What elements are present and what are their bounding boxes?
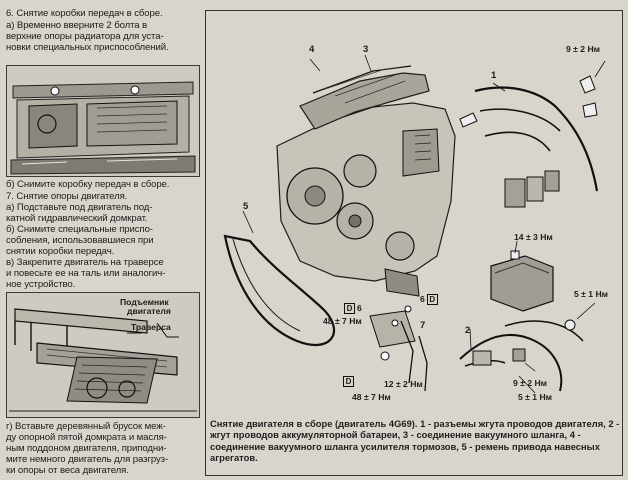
callout-7: 7	[420, 320, 426, 331]
step-7d-line3: ным поддоном двигателя, приподни-	[6, 443, 167, 454]
label-engine-lift-2: двигателя	[127, 306, 171, 316]
engine-lift-drawing	[7, 293, 199, 417]
step-7b-line1: б) Снимите специальные приспо-	[6, 224, 153, 235]
engine-removal-figure-frame	[205, 10, 623, 476]
step-7d-line4: мите немного двигатель для разгруз-	[6, 454, 169, 465]
step-7d-line2: ду опорной пятой домкрата и масля-	[6, 432, 167, 443]
label-engine-lift-1: Подъемник	[120, 297, 169, 307]
left-column: 6. Снятие коробки передач в сборе. а) Вр…	[6, 8, 202, 476]
callout-5: 5	[243, 201, 249, 212]
step-7-title: 7. Снятие опоры двигателя.	[6, 191, 128, 202]
step-7b-line2: собления, использовавшиеся при	[6, 235, 154, 246]
torque-12: 12 ± 2 Нм	[384, 379, 423, 389]
callout-2: 2	[465, 325, 471, 336]
torque-48-bottom: 48 ± 7 Нм	[352, 392, 391, 402]
step-7c-line1: в) Закрепите двигатель на траверсе	[6, 257, 164, 268]
step-6a-line1: а) Временно вверните 2 болта в	[6, 20, 148, 31]
torque-48-top: 48 ± 7 Нм	[323, 316, 362, 326]
step-7c-line2: и повесьте ее на таль или аналогич-	[6, 268, 166, 279]
callout-4: 4	[309, 44, 315, 55]
step-7c-line3: ное устройство.	[6, 279, 76, 290]
step-6a-line2: верхние опоры радиатора для уста-	[6, 31, 164, 42]
torque-9-bottom: 9 ± 2 Нм	[513, 378, 548, 388]
step-7d-line1: г) Вставьте деревянный брусок меж-	[6, 421, 166, 432]
torque-14: 14 ± 3 Нм	[514, 232, 553, 242]
step-7d-line5: ки опоры от веса двигателя.	[6, 465, 129, 476]
step-7a-line2: катной гидравлический домкрат.	[6, 213, 148, 224]
torque-9-top: 9 ± 2 Нм	[566, 44, 601, 54]
torque-5-right: 5 ± 1 Нм	[574, 289, 609, 299]
step-6-title: 6. Снятие коробки передач в сборе.	[6, 8, 163, 19]
mark-D-3: D	[343, 376, 356, 387]
figure-engine-lift: Подъемник двигателя Траверса	[6, 292, 200, 418]
mark-D-1: D	[344, 303, 355, 314]
figure-caption: Снятие двигателя в сборе (двигатель 4G69…	[210, 418, 620, 464]
step-6a-line3: новки специальных приспособлений.	[6, 42, 169, 53]
engine-assembly-drawing	[223, 54, 606, 394]
callout-3: 3	[363, 44, 369, 55]
label-traverse: Траверса	[131, 322, 171, 332]
radiator-support-drawing	[7, 66, 199, 176]
mark-D-2: D	[426, 294, 438, 305]
step-7a-line1: а) Подставьте под двигатель под-	[6, 202, 153, 213]
step-7b-line3: снятии коробки передач.	[6, 246, 115, 257]
figure-radiator-support	[6, 65, 200, 177]
torque-5-bottom: 5 ± 1 Нм	[518, 392, 553, 402]
step-6b: б) Снимите коробку передач в сборе.	[6, 179, 170, 190]
callout-1: 1	[491, 70, 497, 81]
